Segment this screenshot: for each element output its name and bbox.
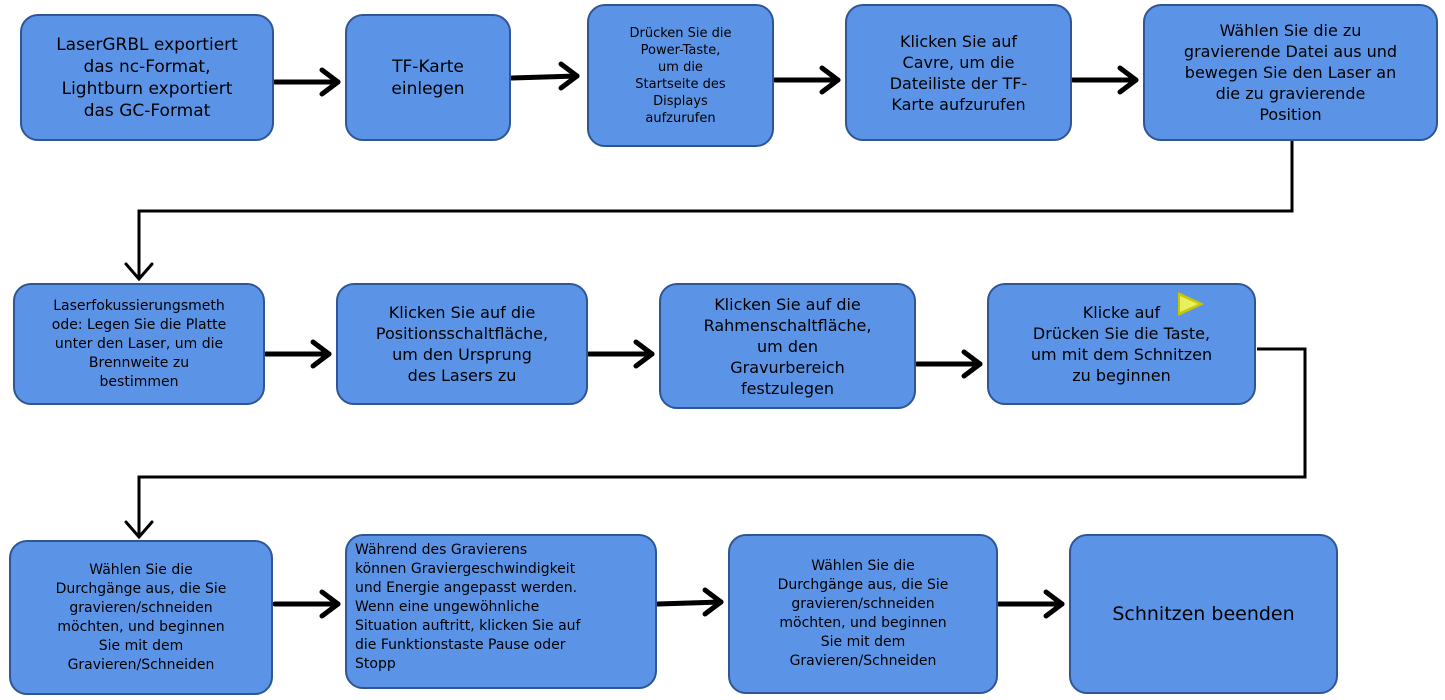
arrowhead-down-6 [124, 262, 154, 282]
step-10-select-passes: Wählen Sie die Durchgänge aus, die Sie g… [9, 540, 273, 695]
arrowhead-down-10 [124, 520, 154, 540]
arrow-1-2 [272, 67, 341, 97]
step-2-insert-tf-card: TF-Karte einlegen [345, 14, 511, 141]
step-4-cavre-file-list: Klicken Sie auf Cavre, um die Dateiliste… [845, 4, 1072, 141]
step-5-select-file: Wählen Sie die zu gravierende Datei aus … [1143, 4, 1438, 141]
step-13-text: Schnitzen beenden [1112, 603, 1295, 625]
step-4-text: Klicken Sie auf Cavre, um die Dateiliste… [889, 31, 1028, 114]
arrow-2-3 [509, 61, 580, 91]
arrow-4-5 [1070, 65, 1139, 95]
arrow-8-9 [914, 349, 983, 379]
step-6-text: Laserfokussierungsmeth ode: Legen Sie di… [51, 297, 227, 390]
step-1-text: LaserGRBL exportiert das nc-Format, Ligh… [56, 34, 238, 121]
step-13-finish-carving: Schnitzen beenden [1069, 534, 1338, 694]
step-2-text: TF-Karte einlegen [391, 56, 465, 99]
step-1-export: LaserGRBL exportiert das nc-Format, Ligh… [20, 14, 274, 141]
step-11-text: Während des Gravierens können Gravierges… [355, 542, 581, 672]
connector-5-6 [137, 141, 1294, 278]
connector-9-10 [137, 347, 1307, 536]
step-9-text: Klicke auf Drücken Sie die Taste, um mit… [1030, 303, 1213, 385]
step-3-text: Drücken Sie die Power-Taste, um die Star… [629, 25, 732, 126]
arrow-11-12 [655, 587, 724, 617]
step-7-position-button: Klicken Sie auf die Positionsschaltfläch… [336, 283, 588, 405]
step-8-frame-button: Klicken Sie auf die Rahmenschaltfläche, … [659, 283, 916, 409]
arrow-6-7 [263, 339, 332, 369]
step-8-text: Klicken Sie auf die Rahmenschaltfläche, … [703, 294, 872, 398]
step-12-text: Wählen Sie die Durchgänge aus, die Sie g… [777, 558, 949, 669]
step-12-select-passes: Wählen Sie die Durchgänge aus, die Sie g… [728, 534, 998, 694]
step-6-laser-focus: Laserfokussierungsmeth ode: Legen Sie di… [13, 283, 265, 405]
step-3-power-button: Drücken Sie die Power-Taste, um die Star… [587, 4, 774, 147]
play-icon [1178, 292, 1204, 316]
arrow-3-4 [772, 65, 841, 95]
step-5-text: Wählen Sie die zu gravierende Datei aus … [1183, 21, 1398, 124]
arrow-12-13 [996, 589, 1065, 619]
step-11-adjust-during-engraving: Während des Gravierens können Gravierges… [345, 534, 657, 689]
arrow-10-11 [272, 589, 341, 619]
step-7-text: Klicken Sie auf die Positionsschaltfläch… [375, 303, 549, 385]
step-9-start-carving: Klicke auf Drücken Sie die Taste, um mit… [987, 283, 1256, 405]
step-10-text: Wählen Sie die Durchgänge aus, die Sie g… [55, 561, 227, 673]
arrow-7-8 [586, 339, 655, 369]
